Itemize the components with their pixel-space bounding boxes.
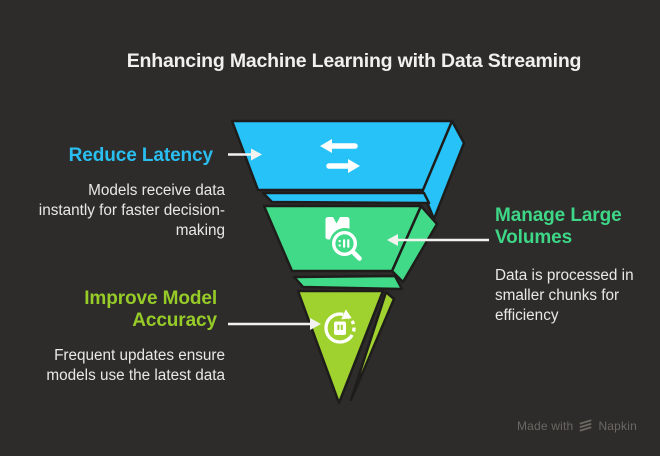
watermark: Made with Napkin [517,419,637,433]
server-slot-1 [337,324,340,330]
description-line: instantly for faster decision- [38,202,225,219]
item-heading-reduce-latency: Reduce Latency [68,145,213,166]
tier2-bottom-lip [292,274,404,291]
lens-bar-2 [347,239,350,248]
data-refresh-icon [324,309,356,344]
tier3-front-face [296,289,385,405]
connector-reduce-latency-head [251,148,262,161]
description-line: efficiency [495,307,559,324]
funnel-tier-1 [230,119,466,221]
item-description-improve-accuracy: Frequent updates ensure models use the l… [46,346,225,386]
item-description-reduce-latency: Models receive data instantly for faster… [39,181,225,241]
swap-arrow-left-head [320,139,332,153]
connectors [228,148,489,330]
lens-bar-1 [343,239,346,248]
description-line: Models receive data [88,182,225,199]
item-heading-manage-volumes: Manage Large Volumes [495,205,622,248]
refresh-arrowhead [341,309,352,320]
description-line: Frequent updates ensure [54,347,225,364]
server-body [334,321,346,335]
funnel-tier-3 [296,289,396,405]
swap-arrow-right-head [348,159,360,173]
item-description-manage-volumes: Data is processed in smaller chunks for … [495,266,634,326]
tier3-side-face [349,290,396,402]
refresh-arc [324,312,356,344]
server-slot-2 [340,324,343,330]
lens-dot-bottom [338,244,341,247]
description-line: smaller chunks for [495,287,620,304]
page-title: Enhancing Machine Learning with Data Str… [126,50,582,72]
napkin-logo-icon [579,419,592,432]
connector-improve-accuracy-head [310,318,321,330]
description-line: Data is processed in [495,267,634,284]
lens-dot-top [338,240,341,243]
data-search-icon [325,217,362,261]
tier1-bottom-lip [261,191,431,205]
connector-manage-volumes-head [387,234,398,246]
description-line: models use the latest data [46,367,225,384]
description-line: making [175,222,225,239]
swap-arrows-icon [320,139,360,173]
lens-handle [350,249,362,261]
funnel [230,119,466,405]
watermark-brand: Napkin [598,419,637,433]
watermark-made-with: Made with [516,419,574,433]
item-heading-improve-accuracy: Improve Model Accuracy [84,288,217,331]
tier1-front-face [230,119,454,192]
